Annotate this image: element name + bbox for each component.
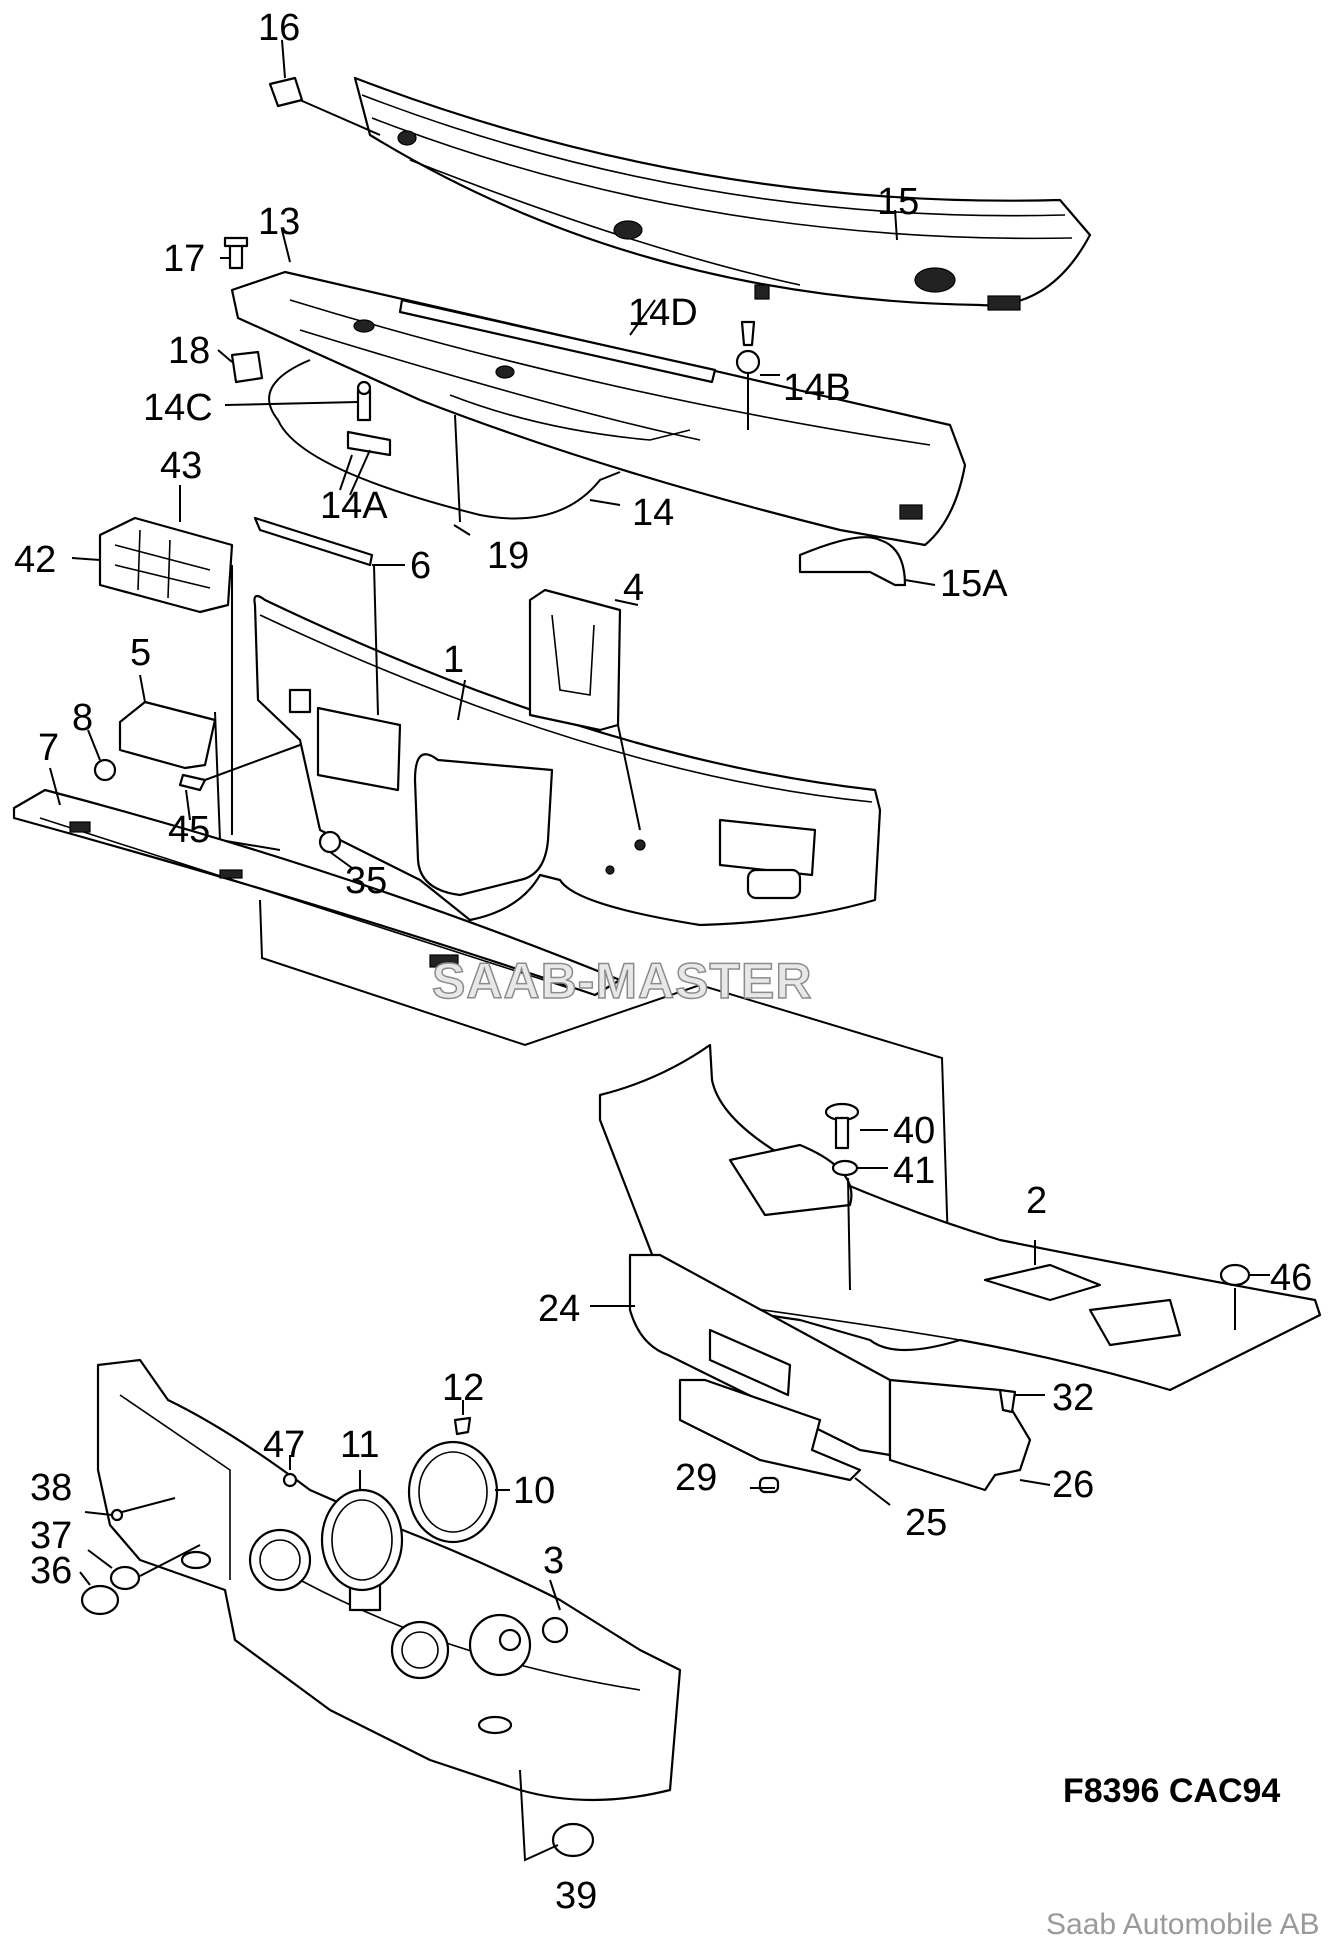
callout-5: 5 [130,632,151,674]
nut-18 [230,350,264,384]
fastener-14B [735,320,761,430]
floor-tunnel-2 [598,1043,1322,1392]
callout-47: 47 [263,1424,305,1466]
callout-41: 41 [893,1150,935,1192]
callout-6: 6 [410,545,431,587]
leader-lines [49,39,1270,1611]
screw-12 [453,1416,472,1436]
drawing-code: F8396 CAC94 [1063,1772,1281,1810]
callout-14C: 14C [143,387,213,429]
screw-32 [998,1388,1017,1414]
bulkhead-1 [253,594,882,927]
grommet-36 [80,1565,141,1616]
callout-15: 15 [877,181,919,223]
callout-labels: 16 15 13 17 14D 18 14B 14C 14A 14 19 43 … [14,7,1312,1917]
callout-17: 17 [163,238,205,280]
callout-19: 19 [487,535,529,577]
fastener-14C [356,380,372,422]
fastener-45 [178,773,207,792]
bracket-5 [118,700,217,770]
insulation-25 [678,1378,862,1482]
callout-14A: 14A [320,485,388,527]
clip-16 [268,76,304,108]
callout-12: 12 [442,1367,484,1409]
seal-14 [268,359,621,520]
callout-7: 7 [38,727,59,769]
callout-8: 8 [72,697,93,739]
copyright-text: Saab Automobile AB [1046,1908,1320,1941]
grommet-35 [318,830,342,854]
callout-10: 10 [513,1470,555,1512]
watermark: SAAB-MASTER [432,953,812,1009]
callout-4: 4 [623,567,644,609]
callout-39: 39 [555,1875,597,1917]
callout-45: 45 [168,809,210,851]
bracket-14A [346,430,392,496]
callout-24: 24 [538,1288,580,1330]
callout-26: 26 [1052,1464,1094,1506]
callout-32: 32 [1052,1377,1094,1419]
callout-46: 46 [1270,1257,1312,1299]
ring-41 [831,1159,859,1177]
ring-11 [320,1488,404,1592]
callout-15A: 15A [940,563,1008,605]
callout-18: 18 [168,330,210,372]
plug-46 [1219,1263,1251,1287]
ring-10 [407,1440,499,1544]
callout-16: 16 [258,7,300,49]
screw-17 [223,236,249,270]
callout-1: 1 [443,639,464,681]
bracket-6 [253,516,374,567]
callout-14: 14 [632,492,674,534]
callout-37: 37 [30,1515,72,1557]
leader-sill [259,899,949,1246]
grommet-39 [551,1822,595,1858]
callout-25: 25 [905,1502,947,1544]
callout-11: 11 [340,1424,379,1466]
insulation-24 [628,1253,892,1457]
callout-13: 13 [258,201,300,243]
bracket-4 [528,588,622,732]
sill-panel-7 [12,788,622,997]
callout-36: 36 [30,1550,72,1592]
bracket-15A [798,536,907,587]
plug-40 [824,1102,860,1150]
screw-38 [110,1508,124,1522]
cowl-panel-15 [353,76,1092,311]
clip-29 [758,1476,780,1494]
callout-2: 2 [1026,1180,1047,1222]
callout-38: 38 [30,1467,72,1509]
callout-29: 29 [675,1457,717,1499]
callout-14B: 14B [783,367,851,409]
callout-40: 40 [893,1110,935,1152]
callout-43: 43 [160,445,202,487]
callout-35: 35 [345,860,387,902]
seal-strip-14D [398,298,717,384]
insulation-3 [96,1358,682,1802]
callout-3: 3 [543,1540,564,1582]
fastener-8 [93,758,117,782]
callout-14D: 14D [628,292,698,334]
callout-42: 42 [14,539,56,581]
bracket-42-43 [98,516,234,614]
clip-47 [282,1472,298,1488]
rod-19 [454,414,461,523]
